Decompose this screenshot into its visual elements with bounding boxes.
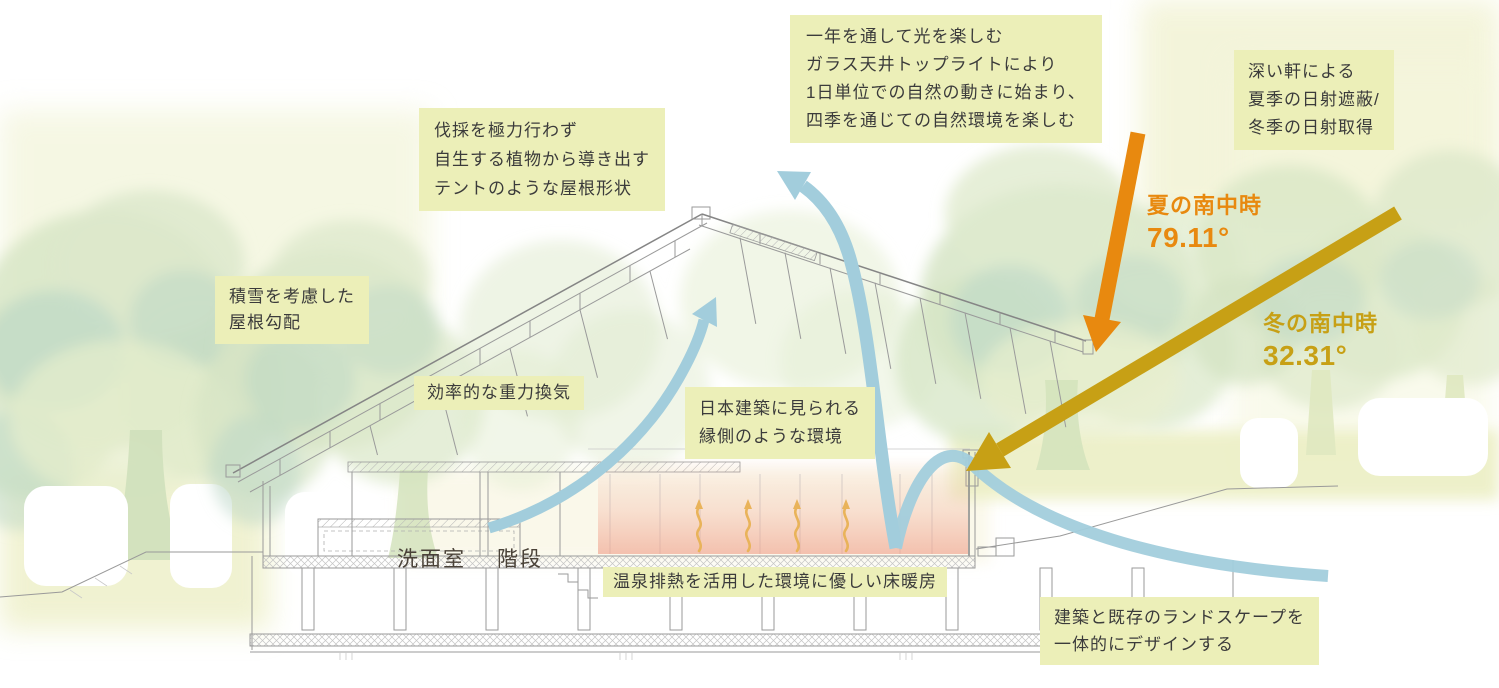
annotation-line: 縁側のような環境 <box>699 427 843 446</box>
annotation-line: テントのような屋根形状 <box>434 179 632 198</box>
trees-backdrop <box>0 145 1499 588</box>
annotation-engawa: 日本建築に見られる 縁側のような環境 <box>685 387 875 459</box>
annotation-toplight: 一年を通して光を楽しむ ガラス天井トップライトにより 1日単位での自然の動きに始… <box>790 15 1102 143</box>
annotation-line: 一年を通して光を楽しむ <box>806 27 1004 46</box>
tree-left-mid <box>195 220 485 577</box>
annotation-line: 温泉排熱を活用した環境に優しい床暖房 <box>613 572 937 591</box>
gravity-vent-arrowhead <box>692 297 717 327</box>
annotation-line: 深い軒による <box>1248 62 1356 81</box>
annotation-floor-heating: 温泉排熱を活用した環境に優しい床暖房 <box>603 567 947 597</box>
building-section-drawing <box>0 206 1339 660</box>
annotation-line: 建築と既存のランドスケープを <box>1054 608 1305 627</box>
annotation-deep-eaves: 深い軒による 夏季の日射遮蔽/ 冬季の日射取得 <box>1234 50 1394 150</box>
airflow-intake-curve <box>890 449 1329 582</box>
annotation-line: 自生する植物から導き出す <box>434 150 650 169</box>
summer-sun-title: 夏の南中時 <box>1147 193 1263 218</box>
annotation-landscape: 建築と既存のランドスケープを 一体的にデザインする <box>1040 597 1319 665</box>
summer-sun-label: 夏の南中時 79.11° <box>1147 188 1262 254</box>
floor-foundation <box>249 555 1236 660</box>
right-roof <box>698 213 1094 428</box>
airflow-exhaust-curve <box>799 180 903 550</box>
annotation-line: 屋根勾配 <box>229 313 301 332</box>
annotation-line: 積雪を考慮した <box>229 287 355 306</box>
summer-sun-arrow-shaft <box>1094 131 1146 321</box>
summer-sun-angle: 79.11° <box>1147 222 1230 253</box>
heat-rise-arrows <box>695 499 850 553</box>
winter-sun-arrow-shaft <box>996 206 1402 457</box>
walls-interior <box>262 448 1015 599</box>
annotation-line: ガラス天井トップライトにより <box>806 55 1058 74</box>
winter-sun-title: 冬の南中時 <box>1263 311 1379 336</box>
gravity-vent-curve <box>487 318 710 534</box>
annotation-line: 1日単位での自然の動きに始まり、 <box>806 83 1086 102</box>
summer-sun-arrowhead <box>1083 315 1121 352</box>
annotation-line: 効率的な重力換気 <box>427 383 571 402</box>
winter-sun-angle: 32.31° <box>1263 340 1348 371</box>
annotation-line: 四季を通じての自然環境を楽しむ <box>806 111 1076 130</box>
sun-arrows <box>966 131 1402 471</box>
winter-sun-label: 冬の南中時 32.31° <box>1263 306 1378 372</box>
annotation-line: 夏季の日射遮蔽/ <box>1248 90 1380 109</box>
annotation-snow-load: 積雪を考慮した 屋根勾配 <box>215 276 369 344</box>
trees-right-cluster <box>1190 150 1499 488</box>
ridge-skylight <box>691 206 711 226</box>
annotation-line: 伐採を極力行わず <box>434 121 578 140</box>
annotation-gravity-vent: 効率的な重力換気 <box>414 376 584 410</box>
room-label-stairs: 階段 <box>497 548 543 571</box>
annotation-line: 一体的にデザインする <box>1054 635 1234 654</box>
ground-profile <box>0 485 1339 599</box>
annotation-roof-shape: 伐採を極力行わず 自生する植物から導き出す テントのような屋根形状 <box>419 108 665 211</box>
airflow-arrows <box>487 171 1329 582</box>
annotation-line: 冬季の日射取得 <box>1248 118 1374 137</box>
airflow-exhaust-arrowhead <box>777 171 811 200</box>
room-label-washroom: 洗面室 <box>397 548 466 571</box>
winter-sun-arrowhead <box>966 432 1011 471</box>
annotation-line: 日本建築に見られる <box>699 399 861 418</box>
